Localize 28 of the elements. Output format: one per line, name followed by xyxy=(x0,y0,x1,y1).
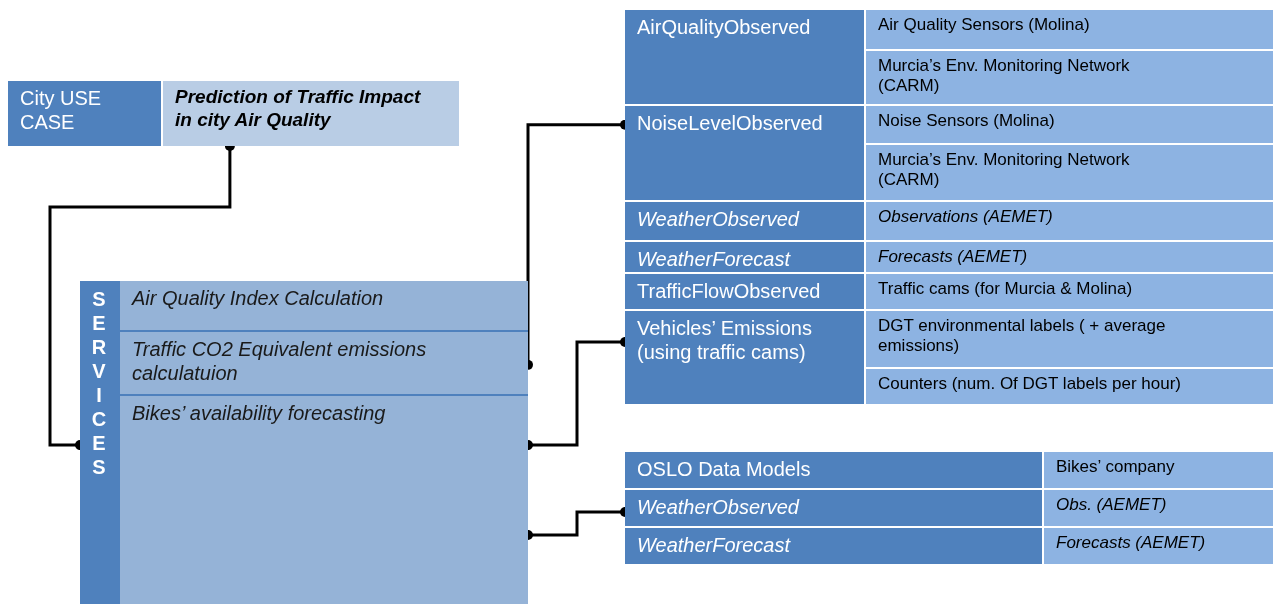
model-cell: WeatherForecast xyxy=(625,528,1042,564)
service-row: Air Quality Index Calculation xyxy=(120,281,528,330)
source-cell: Forecasts (AEMET) xyxy=(866,242,1273,272)
header-cell: City USE CASE xyxy=(8,81,161,146)
model-cell: WeatherObserved xyxy=(625,202,864,240)
model-cell: TrafficFlowObserved xyxy=(625,274,864,309)
source-cell: Murcia’s Env. Monitoring Network (CARM) xyxy=(866,145,1273,200)
model-cell: WeatherForecast xyxy=(625,242,864,272)
source-cell: Bikes’ company xyxy=(1044,452,1273,488)
source-cell: Counters (num. Of DGT labels per hour) xyxy=(866,369,1273,404)
source-cell: DGT environmental labels ( + average emissions) xyxy=(866,311,1273,367)
source-cell: Air Quality Sensors (Molina) xyxy=(866,10,1273,49)
model-cell: OSLO Data Models xyxy=(625,452,1042,488)
model-cell: AirQualityObserved xyxy=(625,10,864,104)
service-row: Bikes’ availability forecasting xyxy=(120,396,528,604)
source-cell: Observations (AEMET) xyxy=(866,202,1273,240)
source-cell: Noise Sensors (Molina) xyxy=(866,106,1273,143)
model-cell: WeatherObserved xyxy=(625,490,1042,526)
model-cell: Vehicles’ Emissions (using traffic cams) xyxy=(625,311,864,404)
source-cell: Obs. (AEMET) xyxy=(1044,490,1273,526)
title-cell: Prediction of Traffic Impact in city Air Quality xyxy=(163,81,459,146)
source-cell: Traffic cams (for Murcia & Molina) xyxy=(866,274,1273,309)
source-cell: Murcia’s Env. Monitoring Network (CARM) xyxy=(866,51,1273,104)
source-cell: Forecasts (AEMET) xyxy=(1044,528,1273,564)
model-cell: NoiseLevelObserved xyxy=(625,106,864,200)
services-panel xyxy=(80,281,528,604)
vertical-heading: SERVICES xyxy=(90,287,108,479)
service-row: Traffic CO2 Equivalent emissions calculatuion xyxy=(120,332,528,394)
